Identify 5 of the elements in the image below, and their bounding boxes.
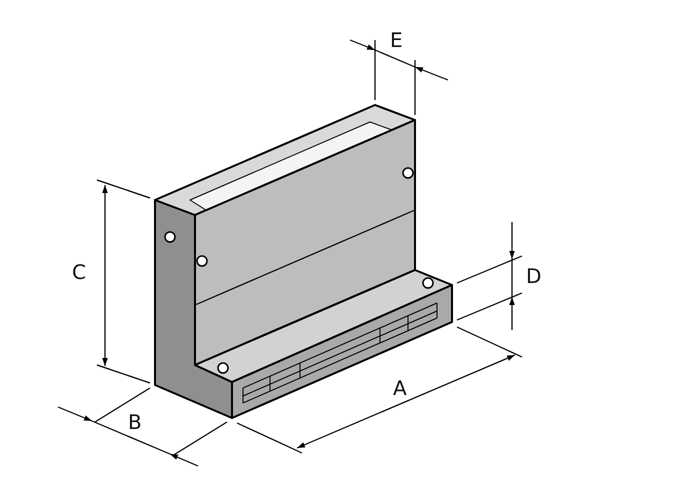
dimension-label: B — [128, 412, 142, 432]
dimension-label: C — [72, 262, 86, 282]
dimension-label: E — [390, 30, 403, 50]
dimension-label: D — [526, 266, 542, 286]
dimension-label: A — [393, 378, 407, 398]
